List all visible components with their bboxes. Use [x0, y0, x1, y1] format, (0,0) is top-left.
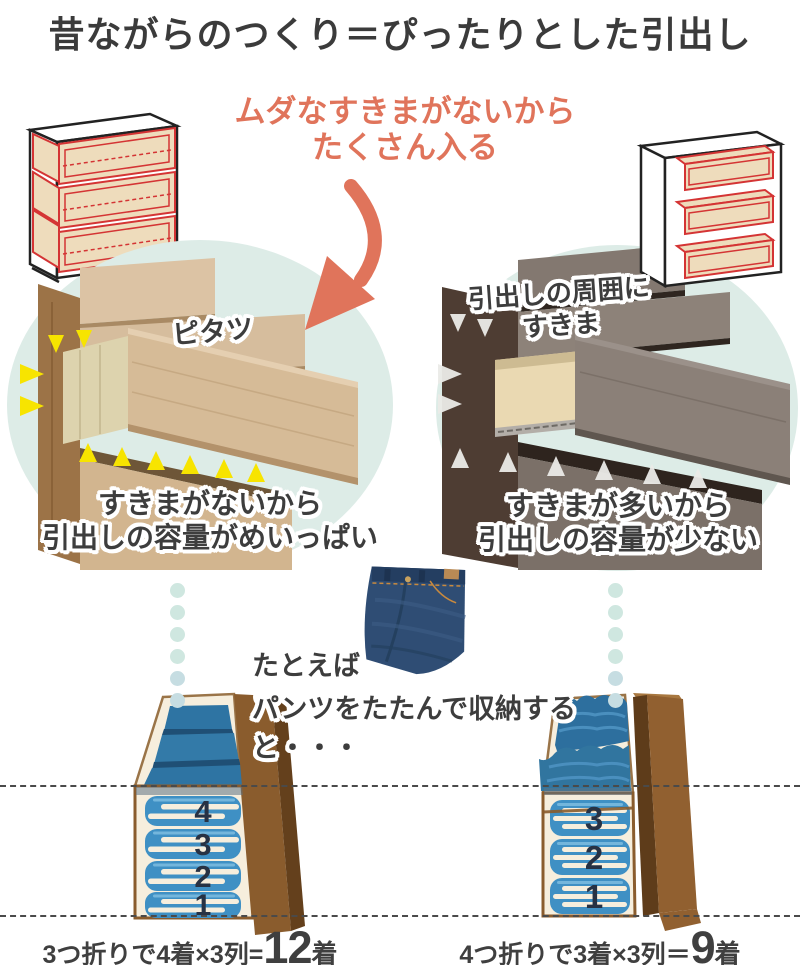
folded-pants-stack-right [550, 800, 630, 914]
stack-number: 1 [584, 878, 604, 915]
formula-unit: 着 [311, 939, 338, 965]
tight-caption-line1: すきまがないから [97, 488, 322, 519]
tight-caption-line2: 引出しの容量がめいっぱい [41, 521, 378, 553]
chest-sketch-gap-icon [636, 130, 786, 289]
stack-number: 4 [194, 794, 212, 829]
gap-caption-line1: すきまが多いから [505, 490, 730, 521]
pants-note-line2: パンツをたたんで収納すると・・・ [252, 694, 576, 763]
stack-number: 3 [194, 827, 212, 862]
stack-number: 1 [194, 889, 212, 922]
jeans-icon [364, 566, 466, 675]
capacity-bottom-dashed-line [0, 915, 800, 917]
formula-count: 9 [690, 922, 716, 965]
callout-line1: ムダなすきまがないから [234, 94, 576, 129]
page-title: 昔ながらのつくり＝ぴったりとした引出し [48, 14, 752, 55]
folded-pants-stack-left [145, 796, 241, 918]
formula-text: 4つ折りで3着×3列＝ [459, 941, 691, 965]
callout-text: ムダなすきまがないから たくさん入る [205, 94, 605, 166]
drawer-capacity-left-illustration [133, 687, 305, 935]
callout-line2: たくさん入る [312, 129, 498, 165]
dotted-connector-right [608, 583, 624, 715]
formula-unit: 着 [714, 939, 741, 965]
gap-caption: すきまが多いから 引出しの容量が少ない [428, 489, 800, 556]
formula-count: 12 [263, 922, 312, 965]
tight-caption: すきまがないから 引出しの容量がめいっぱい [0, 487, 420, 554]
chest-sketch-tight-icon [25, 112, 182, 284]
drawer-capacity-right-illustration [539, 693, 701, 931]
stack-number: 3 [584, 800, 604, 837]
yellow-gap-arrows [20, 330, 265, 482]
dotted-connector-left [170, 583, 186, 715]
tight-drawer-photo [7, 240, 393, 570]
formula-text: 3つ折りで4着×3列= [42, 941, 264, 965]
stack-number: 2 [194, 859, 212, 894]
pants-note-line1: たとえば [252, 651, 360, 681]
curved-arrow-icon [305, 179, 382, 330]
capacity-top-dashed-line [0, 785, 800, 787]
stack-number: 2 [584, 839, 604, 876]
white-gap-arrows [438, 314, 707, 488]
gap-caption-line2: 引出しの容量が少ない [477, 523, 758, 555]
